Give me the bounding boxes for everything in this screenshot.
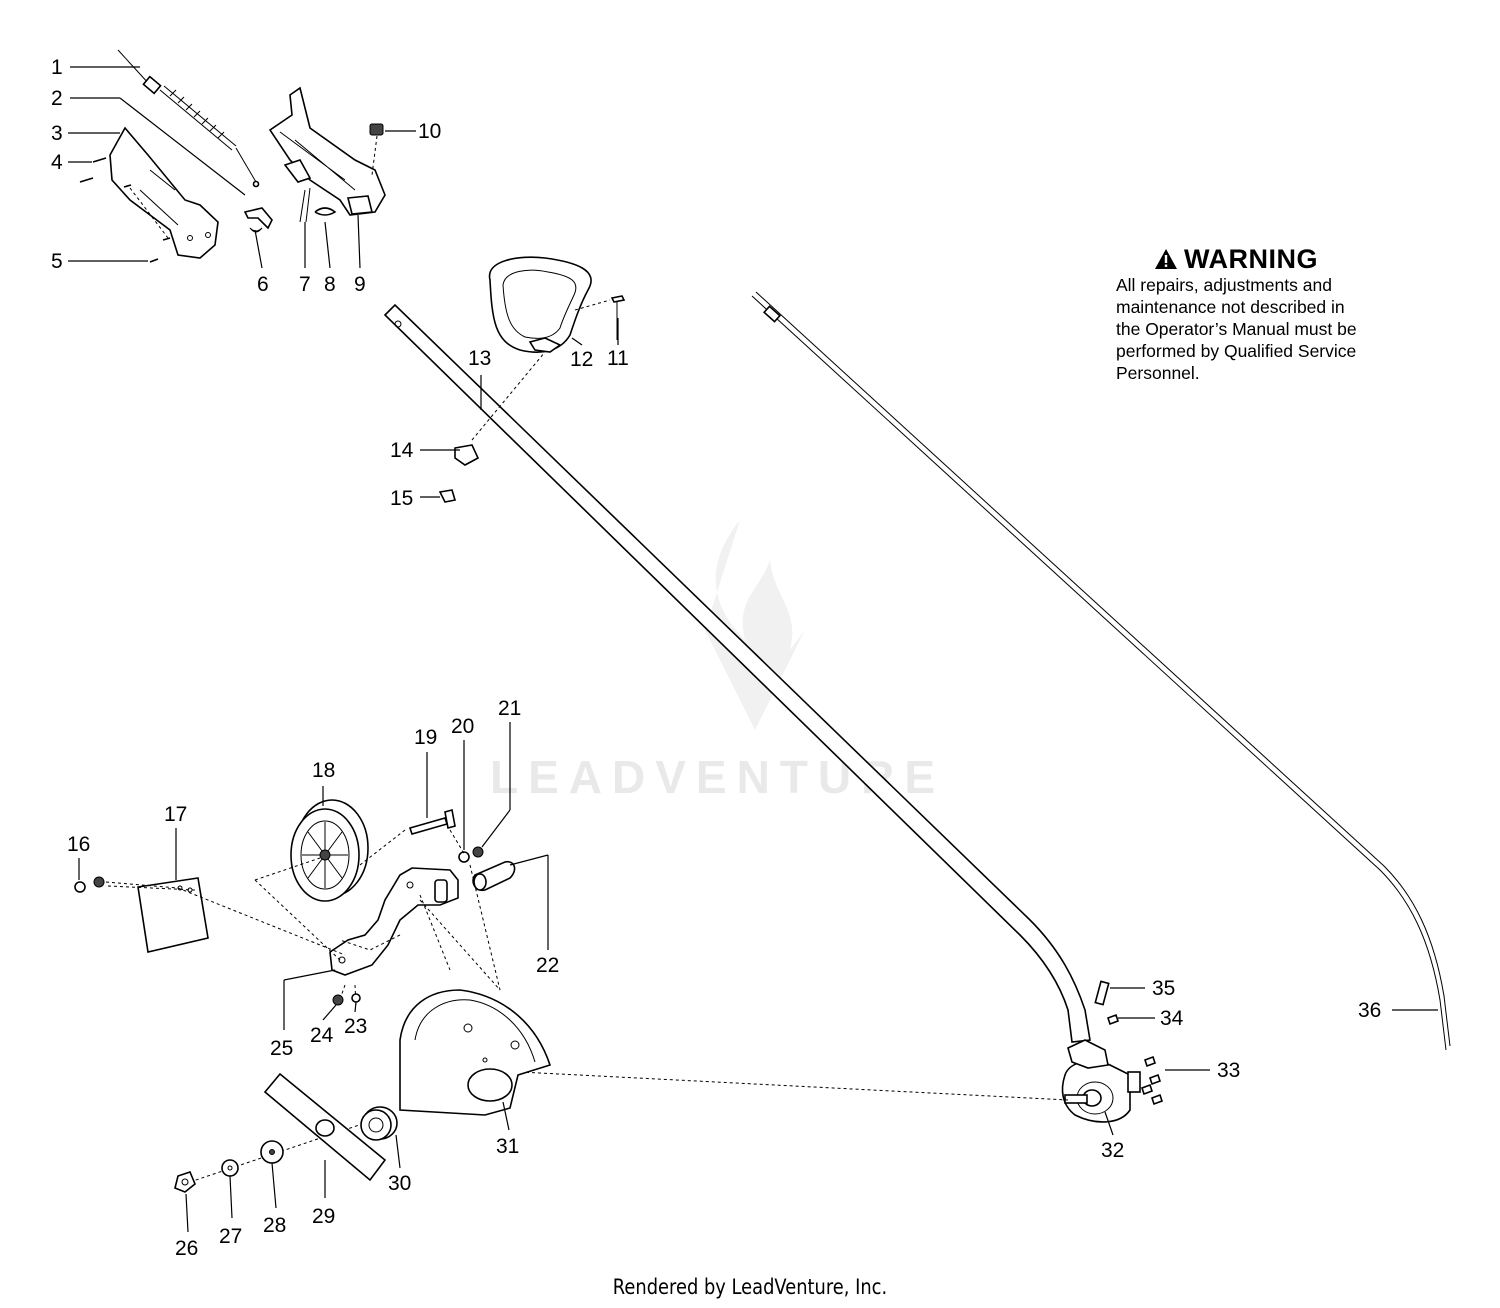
callout-32: 32 bbox=[1101, 1139, 1124, 1162]
trigger-part bbox=[243, 207, 273, 233]
callout-17: 17 bbox=[164, 803, 187, 826]
callout-14: 14 bbox=[390, 439, 414, 462]
guard-plate-part bbox=[74, 876, 209, 953]
shaft-tube-part bbox=[383, 303, 1091, 1043]
wheel-part bbox=[290, 799, 369, 902]
bracket-part bbox=[329, 867, 459, 976]
callout-20: 20 bbox=[451, 715, 474, 738]
callout-34: 34 bbox=[1160, 1007, 1184, 1030]
callout-23: 23 bbox=[344, 1015, 367, 1038]
callout-31: 31 bbox=[496, 1135, 519, 1158]
callout-2: 2 bbox=[51, 87, 63, 110]
warning-triangle-icon bbox=[1155, 249, 1177, 269]
callout-26: 26 bbox=[175, 1237, 198, 1260]
callout-labels: 1 2 3 4 5 6 7 8 9 10 11 12 13 14 15 16 1… bbox=[51, 56, 1381, 1260]
callout-35: 35 bbox=[1152, 977, 1175, 1000]
leader-lines bbox=[68, 66, 1438, 1233]
loop-handle-part bbox=[488, 256, 626, 353]
callout-25: 25 bbox=[270, 1037, 293, 1060]
clamp-part bbox=[438, 444, 480, 503]
flange-part bbox=[174, 1106, 398, 1193]
edger-dashed-lines bbox=[105, 829, 1069, 1183]
callout-3: 3 bbox=[51, 122, 63, 145]
callout-24: 24 bbox=[310, 1024, 334, 1047]
callout-15: 15 bbox=[390, 487, 413, 510]
blade-guard-part bbox=[399, 989, 552, 1116]
callout-4: 4 bbox=[51, 151, 63, 174]
callout-12: 12 bbox=[570, 348, 593, 371]
warning-text: All repairs, adjustments and maintenance… bbox=[1116, 275, 1357, 383]
callout-33: 33 bbox=[1217, 1059, 1240, 1082]
callout-29: 29 bbox=[312, 1205, 335, 1228]
gear-head-part bbox=[1061, 980, 1164, 1123]
callout-19: 19 bbox=[414, 726, 437, 749]
callout-6: 6 bbox=[257, 273, 269, 296]
screw-parts-top bbox=[79, 157, 171, 263]
callout-18: 18 bbox=[312, 759, 335, 782]
bolt-part bbox=[408, 808, 516, 892]
nut-part-lower bbox=[332, 993, 361, 1006]
callout-36: 36 bbox=[1358, 999, 1381, 1022]
blade-part bbox=[263, 1072, 387, 1182]
callout-10: 10 bbox=[418, 120, 441, 143]
callout-21: 21 bbox=[498, 697, 521, 720]
callout-11: 11 bbox=[607, 347, 629, 370]
callout-13: 13 bbox=[468, 347, 491, 370]
warning-title: WARNING bbox=[1154, 244, 1416, 274]
callout-7: 7 bbox=[299, 273, 311, 296]
warning-box: WARNING All repairs, adjustments and mai… bbox=[1116, 244, 1416, 384]
warning-title-text: WARNING bbox=[1184, 244, 1318, 274]
handle-cover-part bbox=[109, 126, 219, 259]
drive-shaft-part bbox=[751, 291, 1451, 1051]
callout-1: 1 bbox=[51, 56, 63, 79]
callout-8: 8 bbox=[324, 273, 336, 296]
callout-16: 16 bbox=[67, 833, 90, 856]
callout-27: 27 bbox=[219, 1225, 242, 1248]
callout-9: 9 bbox=[354, 273, 366, 296]
callout-5: 5 bbox=[51, 250, 63, 273]
footer-credit: Rendered by LeadVenture, Inc. bbox=[612, 1275, 888, 1299]
handle-housing-part bbox=[268, 86, 386, 223]
callout-22: 22 bbox=[536, 954, 559, 977]
callout-30: 30 bbox=[388, 1172, 411, 1195]
callout-28: 28 bbox=[263, 1214, 286, 1237]
